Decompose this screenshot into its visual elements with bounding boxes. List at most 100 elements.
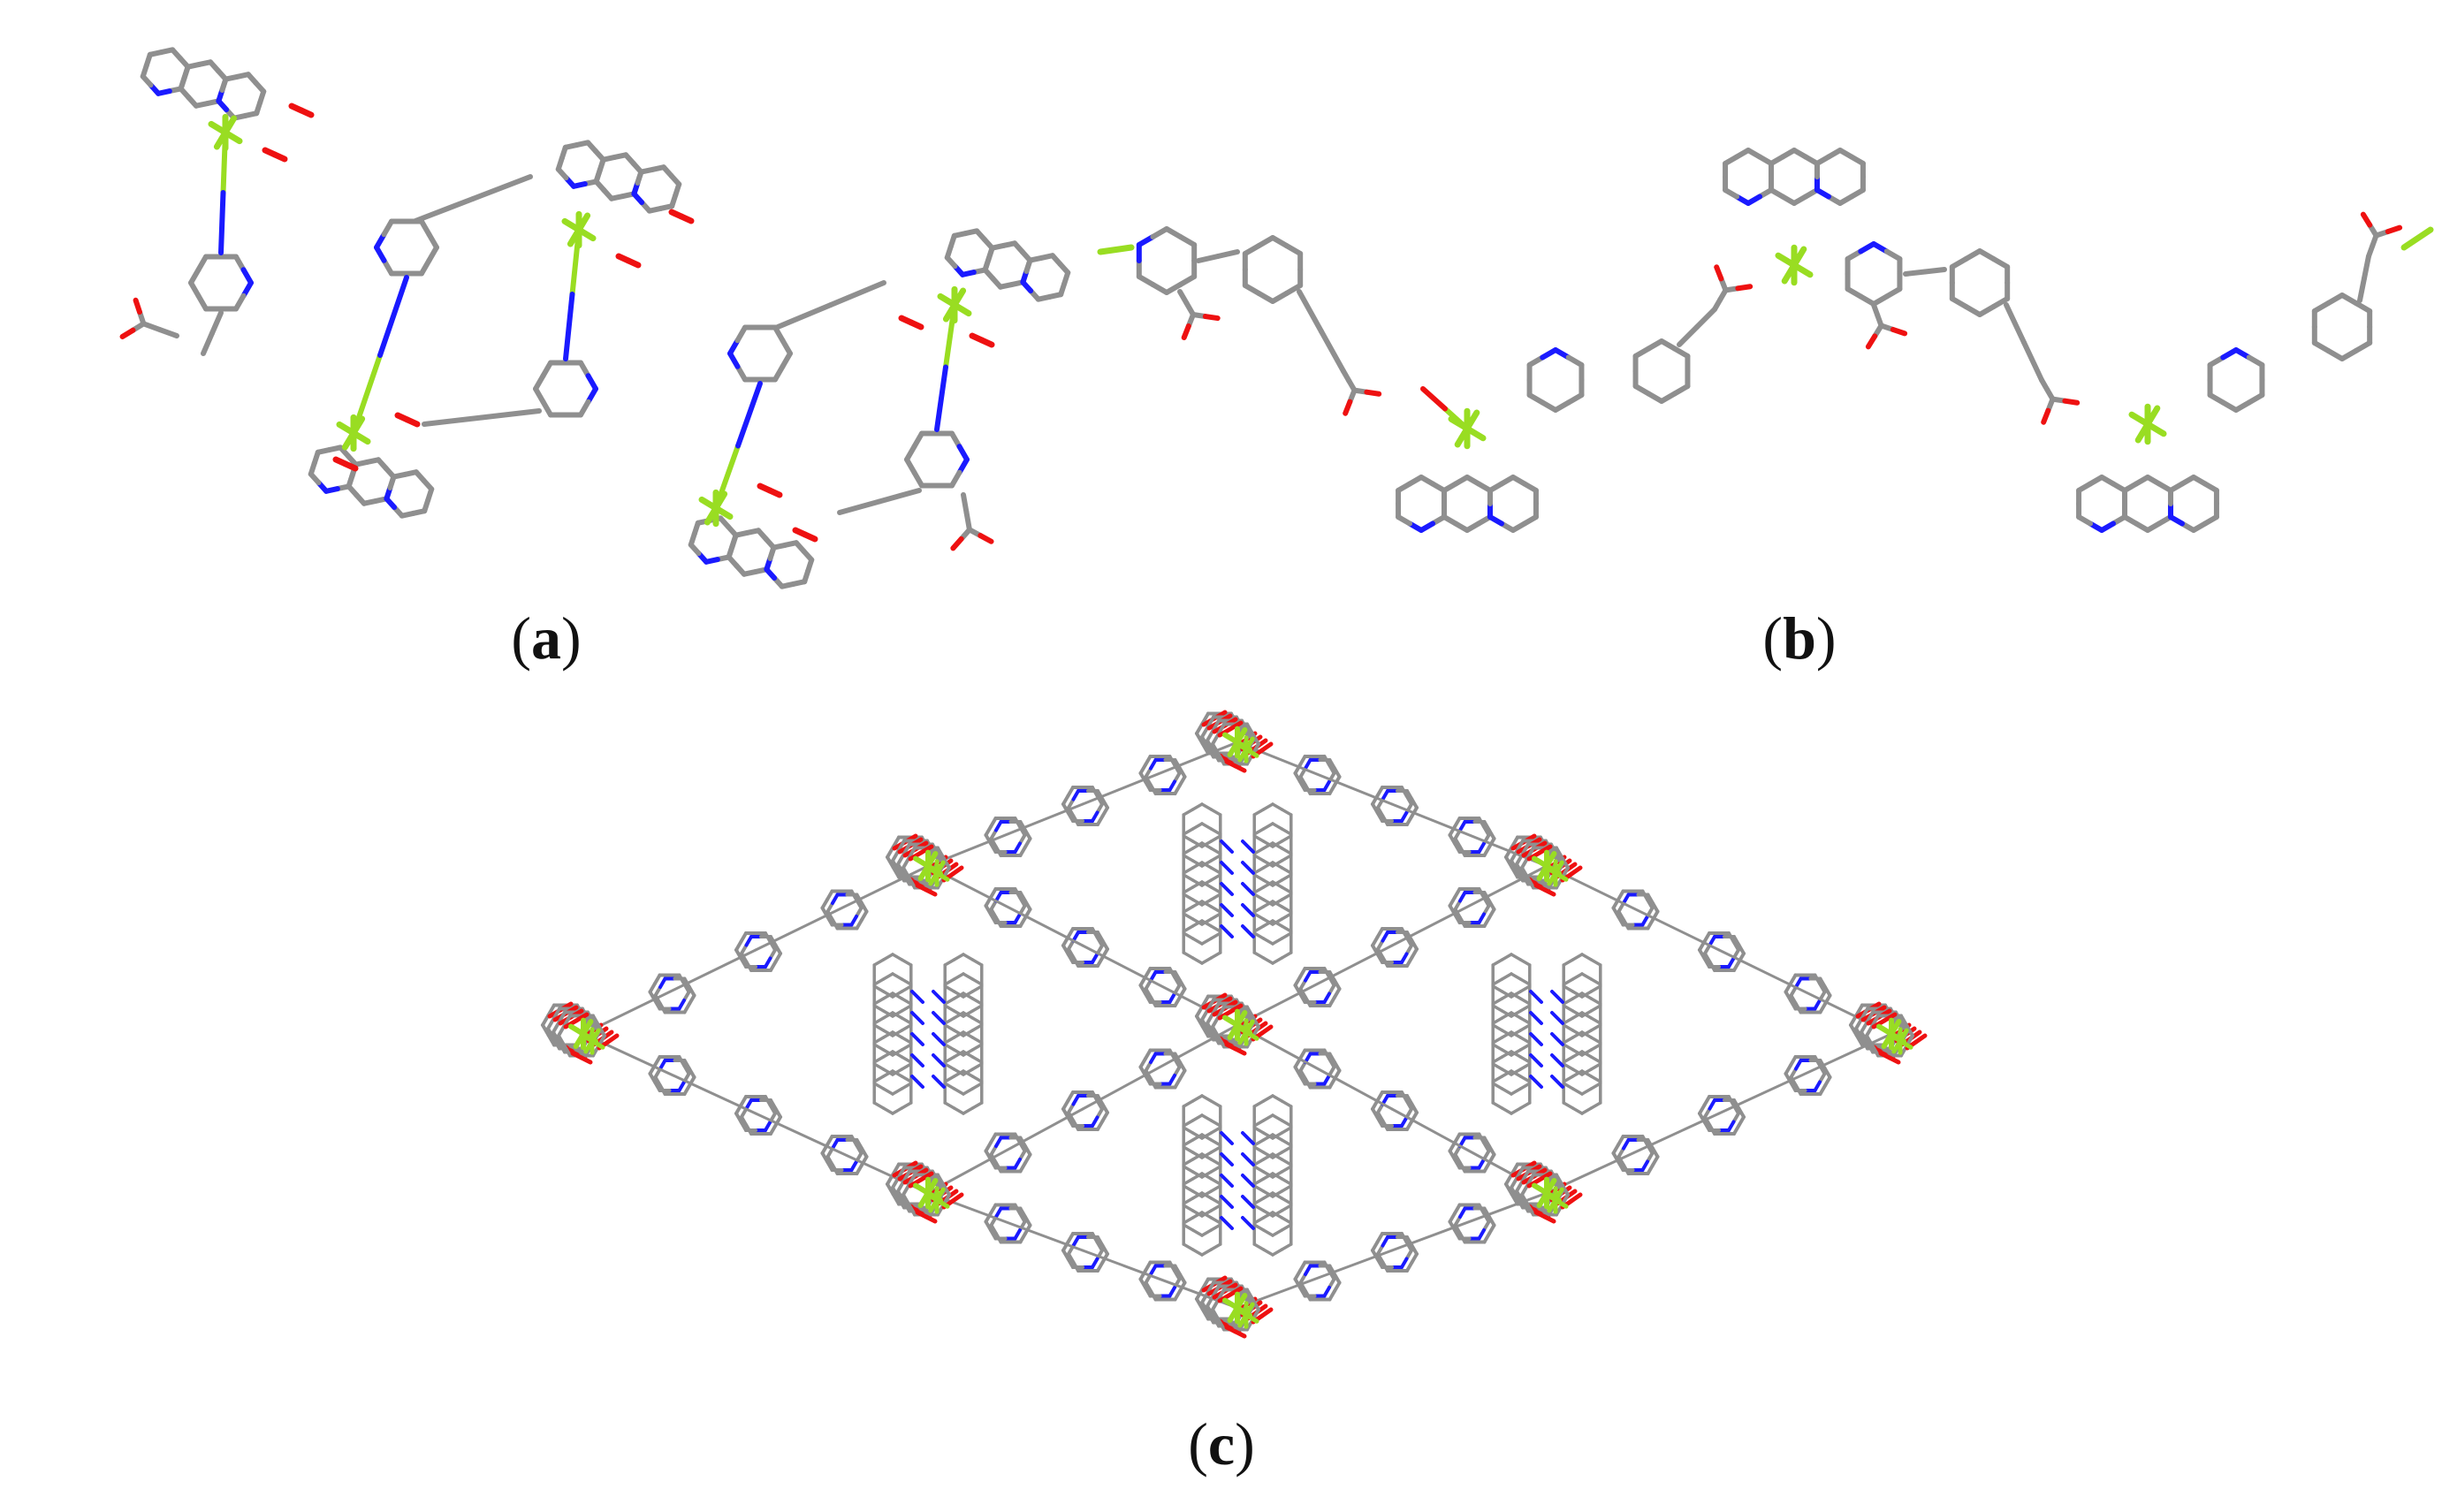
bond-half	[1251, 1297, 1260, 1311]
bond-half	[1182, 1138, 1195, 1147]
bond-half	[1571, 953, 1584, 961]
bond-half	[941, 855, 951, 870]
bond-half	[1491, 1055, 1504, 1064]
bond-half	[1410, 938, 1419, 951]
bond-half	[1200, 1248, 1213, 1257]
bond-half	[891, 848, 901, 862]
bond-half	[1211, 1308, 1221, 1322]
bond-half	[1518, 958, 1532, 967]
nitrogen-bond	[1241, 840, 1255, 854]
bond-half	[2004, 302, 2027, 346]
bond-half	[557, 1023, 567, 1037]
bond-half	[1178, 1272, 1187, 1285]
nitrogen-bond	[1241, 1131, 1255, 1145]
bond-half	[872, 997, 886, 1006]
bond-half	[1823, 1067, 1832, 1079]
bond-half	[1206, 1304, 1215, 1318]
bond-half	[1259, 741, 1274, 753]
bond-half	[1181, 323, 1191, 341]
bond-half	[1228, 720, 1244, 732]
bond-half	[1865, 333, 1878, 350]
bond-half	[1849, 1023, 1859, 1037]
bond-half	[1200, 861, 1213, 870]
bond-half	[552, 1037, 561, 1051]
bond-half	[1510, 1106, 1523, 1115]
bond-half	[1261, 919, 1274, 928]
bond-half	[1206, 1028, 1215, 1042]
bond-half	[1271, 1191, 1284, 1200]
bond-half	[1504, 845, 1514, 859]
bond-half	[688, 1067, 696, 1079]
bond-half	[901, 1193, 911, 1207]
bond-half	[678, 213, 695, 224]
bond-half	[1333, 978, 1342, 991]
bond-half	[872, 1101, 886, 1110]
bond-half	[1491, 1101, 1504, 1110]
bond-half	[1510, 1175, 1519, 1189]
bond-half	[1195, 732, 1205, 746]
bond-half	[426, 232, 439, 250]
bond-half	[1271, 1172, 1284, 1181]
nitrogen-bond	[1550, 990, 1564, 1004]
bond-half	[943, 977, 956, 986]
bond-half	[1191, 1172, 1204, 1181]
nitrogen-bond	[1529, 990, 1543, 1004]
bond-half	[907, 1173, 917, 1187]
bond-half	[952, 992, 965, 1000]
bond-half	[377, 275, 409, 358]
bond-half	[943, 1016, 956, 1025]
bond-half	[1515, 1179, 1525, 1193]
bond-half	[1510, 992, 1523, 1000]
bond-half	[1870, 1014, 1880, 1028]
bond-half	[1890, 326, 1908, 337]
bond-half	[962, 1087, 975, 1096]
nitrogen-bond	[1220, 1152, 1234, 1166]
bond-half	[896, 839, 906, 853]
bond-half	[1504, 1172, 1514, 1186]
bond-half	[1271, 1228, 1284, 1237]
bond-half	[342, 460, 359, 472]
bond-half	[891, 1106, 904, 1115]
bond-half	[1216, 722, 1226, 736]
bond-half	[1245, 1288, 1255, 1302]
bond-half	[582, 948, 757, 1036]
bond-half	[1555, 1173, 1564, 1187]
bond-half	[1410, 797, 1419, 809]
bond-half	[961, 492, 970, 515]
bond-half	[872, 1016, 886, 1025]
bond-half	[1510, 1011, 1523, 1020]
bond-half	[1271, 861, 1284, 870]
bond-half	[896, 852, 906, 866]
bond-half	[1178, 766, 1187, 779]
bond-half	[1518, 1036, 1532, 1045]
bond-half	[952, 1050, 965, 1059]
bond-half	[802, 531, 818, 543]
bond-half	[952, 953, 965, 961]
bond-half	[891, 1162, 901, 1176]
bond-half	[1500, 992, 1513, 1000]
bond-half	[970, 958, 984, 967]
bond-half	[901, 1199, 911, 1213]
bond-half	[1195, 1287, 1205, 1301]
bond-half	[1520, 1182, 1530, 1197]
bond-half	[1271, 1094, 1284, 1103]
bond-half	[1860, 1020, 1869, 1034]
bond-half	[936, 846, 946, 860]
bond-half	[1510, 1050, 1523, 1059]
bond-half	[775, 302, 833, 330]
bond-half	[1555, 846, 1564, 860]
bond-half	[1520, 842, 1530, 856]
bond-half	[896, 1196, 906, 1210]
bond-half	[1510, 953, 1523, 961]
bond-half	[891, 1175, 901, 1189]
bond-half	[1191, 861, 1204, 870]
bond-half	[891, 859, 901, 873]
bond-half	[950, 536, 964, 551]
bond-half	[881, 992, 894, 1000]
bond-half	[688, 984, 696, 998]
bond-half	[907, 846, 917, 860]
bond-half	[860, 1146, 869, 1159]
bond-half	[1510, 972, 1523, 981]
bond-half	[1737, 943, 1746, 955]
bond-half	[1178, 978, 1187, 991]
